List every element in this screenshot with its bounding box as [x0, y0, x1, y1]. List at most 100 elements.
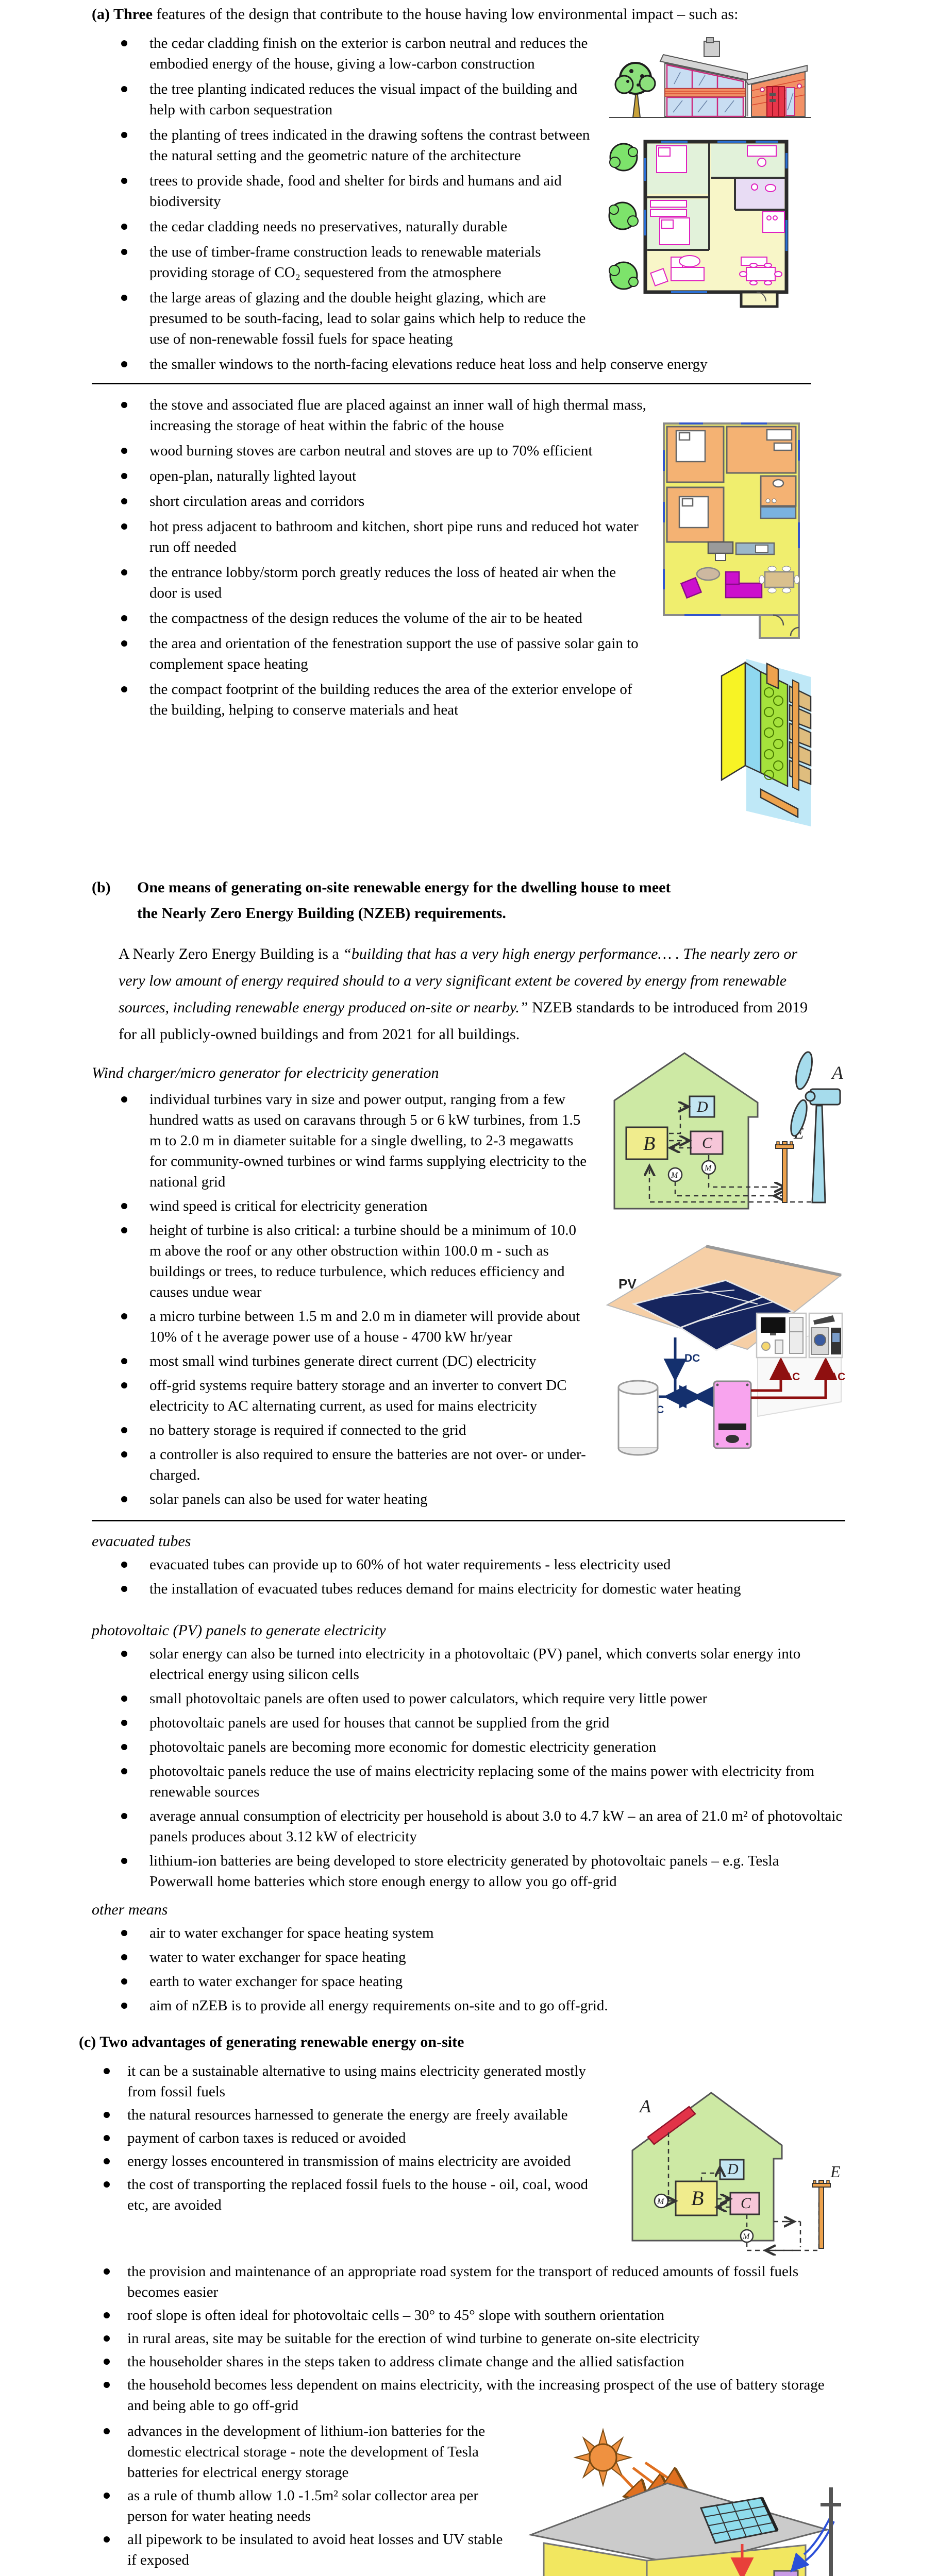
bullet-item: photovoltaic panels are becoming more ec… — [92, 1737, 845, 1757]
bullet-item: height of turbine is also critical: a tu… — [92, 1220, 845, 1302]
dc-wiring — [659, 1337, 715, 1409]
turbine-label: A — [831, 1062, 844, 1083]
bullet-item: wind speed is critical for electricity g… — [92, 1196, 845, 1216]
section-b-heading-text: One means of generating on-site renewabl… — [137, 879, 671, 922]
section-b: (b) One means of generating on-site rene… — [92, 875, 845, 2020]
bullet-item: trees to provide shade, food and shelter… — [92, 171, 813, 212]
section-a-heading-text: features of the design that contribute t… — [153, 6, 739, 23]
insulation-icon — [764, 687, 783, 780]
evacuated-tubes-subheading: evacuated tubes — [92, 1533, 191, 1550]
bullet-item: hot press adjacent to bathroom and kitch… — [92, 516, 813, 557]
meter-icon — [740, 2229, 754, 2243]
house-body — [528, 2482, 830, 2576]
solar-thermal-house-figure: A D B C — [631, 2092, 841, 2256]
solar-collector-icon — [699, 2497, 779, 2544]
bullet-item: the provision and maintenance of an appr… — [79, 2261, 848, 2302]
bullet-item: roof slope is often ideal for photovolta… — [79, 2305, 848, 2326]
bullet-item: the natural resources harnessed to gener… — [79, 2105, 848, 2125]
inverter-icon — [713, 1380, 752, 1449]
bullet-item: aim of nZEB is to provide all energy req… — [92, 1995, 845, 2016]
grid-pole-icon — [812, 2180, 831, 2249]
hand-floor-plan-figure — [663, 422, 800, 639]
plan-porch — [740, 291, 779, 308]
solar-thermal-house-figure-wrap: A D B C — [600, 2083, 848, 2256]
bullet-item: evacuated tubes can provide up to 60% of… — [92, 1554, 845, 1575]
bullet-item: the planting of trees indicated in the d… — [92, 125, 813, 166]
bullet-item: off-grid systems require battery storage… — [92, 1375, 845, 1416]
section-c-heading-label: (c) Two — [79, 2033, 128, 2050]
ac2-label: AC — [830, 1371, 845, 1383]
wind-system-figure: B D C M — [613, 1051, 844, 1210]
nzeb-quote: “building that has a very high energy pe… — [119, 945, 798, 1016]
section-b-label: (b) — [92, 879, 111, 896]
meter-icon — [667, 1167, 683, 1182]
hand-plan-porch — [759, 614, 800, 639]
bullet-item: the entrance lobby/storm porch greatly r… — [92, 562, 813, 603]
bullet-item: all pipework to be insulated to avoid he… — [79, 2529, 848, 2570]
bullet-item: the cedar cladding needs no preservative… — [92, 216, 813, 237]
dc1-label: DC — [684, 1352, 700, 1364]
bullet-item: the area and orientation of the fenestra… — [92, 633, 813, 674]
bullet-item: average annual consumption of electricit… — [92, 1806, 845, 1847]
bush-icon — [609, 143, 638, 172]
pole-label: E — [830, 2162, 841, 2181]
bullet-item: solar energy can also be turned into ele… — [92, 1643, 845, 1685]
bullet-item: the large areas of glazing and the doubl… — [92, 287, 813, 349]
bullet-item: a controller is also required to ensure … — [92, 1444, 845, 1485]
grid-pole-icon — [775, 1141, 794, 1203]
section-b-figures: B D C M — [603, 1045, 845, 1469]
plan-windows — [644, 141, 788, 293]
bullet-item: advances in the development of lithium-i… — [79, 2421, 848, 2483]
section-c: (c) Two advantages of generating renewab… — [79, 2031, 848, 2576]
sun-icon — [573, 2428, 633, 2487]
cladding-boards-icon — [789, 679, 812, 791]
hand-plan-living — [680, 566, 800, 599]
bullet-item: the stove and associated flue are placed… — [92, 395, 813, 436]
bullet-item: the installation of evacuated tubes redu… — [92, 1579, 845, 1599]
evacuated-tubes-bullet-list: evacuated tubes can provide up to 60% of… — [92, 1554, 845, 1599]
wind-subheading: Wind charger/micro generator for electri… — [92, 1064, 439, 1081]
section-a-heading-label: (a) Three — [92, 6, 153, 23]
bullet-item: photovoltaic panels reduce the use of ma… — [92, 1761, 845, 1802]
pv-subheading: photovoltaic (PV) panels to generate ele… — [92, 1622, 386, 1639]
unit-b-label: B — [691, 2187, 704, 2210]
section-a-bullet-list-2: the stove and associated flue are placed… — [92, 395, 813, 720]
nzeb-definition-paragraph: A Nearly Zero Energy Building is a “buil… — [119, 941, 814, 1048]
unit-b-label: B — [643, 1133, 655, 1155]
hot-water-flow — [730, 2544, 754, 2576]
hand-plan-furniture — [675, 429, 793, 529]
other-means-subheading: other means — [92, 1901, 168, 1918]
bullet-item: the tree planting indicated reduces the … — [92, 79, 813, 120]
bullet-item: the householder shares in the steps take… — [79, 2351, 848, 2372]
bullet-item: individual turbines vary in size and pow… — [92, 1089, 845, 1192]
section-c-bullet-list-1: it can be a sustainable alternative to u… — [79, 2061, 848, 2215]
bullet-item: the household becomes less dependent on … — [79, 2375, 848, 2416]
house-elevation-figure — [609, 37, 811, 118]
bullet-item: wood burning stoves are carbon neutral a… — [92, 440, 813, 461]
bullet-item: it can be a sustainable alternative to u… — [79, 2061, 848, 2102]
section-a-bullet-list-1: the cedar cladding finish on the exterio… — [92, 33, 813, 375]
bullet-item: air to water exchanger for space heating… — [92, 1923, 845, 1943]
bullet-item: performance of collector may be affected… — [79, 2573, 848, 2576]
bullet-item: no battery storage is required if connec… — [92, 1420, 845, 1440]
meter1-label: M — [657, 2197, 665, 2206]
ac-wiring — [751, 1357, 838, 1399]
unit-b-box — [625, 1126, 668, 1160]
section-a2-figures — [659, 419, 813, 837]
nzeb-intro-start: A Nearly Zero Energy Building is a — [119, 945, 343, 962]
appliances-icon — [756, 1312, 807, 1359]
hand-plan-windows — [663, 422, 800, 616]
bullet-item: the cedar cladding finish on the exterio… — [92, 33, 813, 74]
bullet-item: small photovoltaic panels are often used… — [92, 1688, 845, 1709]
section-c-bullet-list-2: the provision and maintenance of an appr… — [79, 2261, 848, 2416]
bullet-item: earth to water exchanger for space heati… — [92, 1971, 845, 1992]
pv-system-figure: PV DC DC — [606, 1245, 845, 1456]
bullet-item: the use of timber-frame construction lea… — [92, 242, 813, 283]
bullet-item: lithium-ion batteries are being develope… — [92, 1851, 845, 1892]
bullet-item: most small wind turbines generate direct… — [92, 1351, 845, 1371]
bush-icon — [608, 201, 639, 230]
bullet-item: as a rule of thumb allow 1.0 -1.5m² sola… — [79, 2485, 848, 2527]
battery-icon — [617, 1380, 659, 1456]
meter-icon — [701, 1160, 716, 1175]
left-wing — [659, 37, 748, 117]
